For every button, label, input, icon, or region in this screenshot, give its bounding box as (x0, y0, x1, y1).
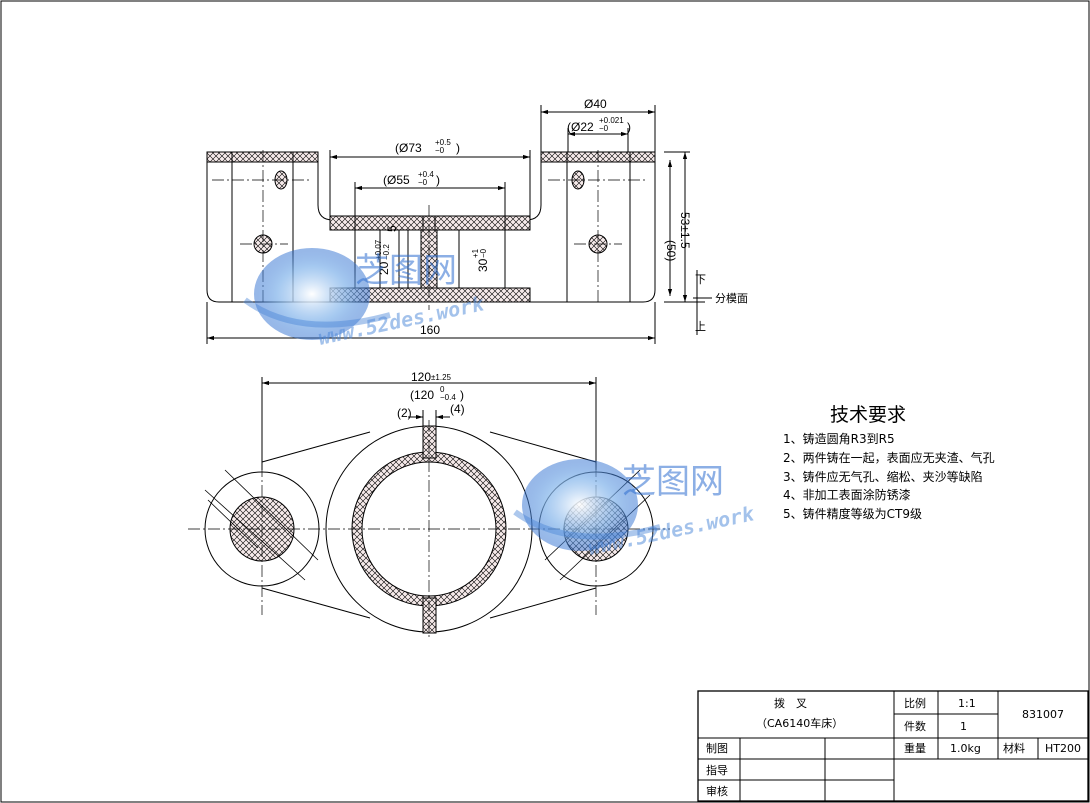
parting-label: 分模面 (715, 292, 748, 305)
dim-v30: 30 (476, 258, 490, 272)
left-lug-flange (206, 151, 319, 163)
watermark-globe-icon (254, 248, 370, 340)
drawing-number: 831007 (1022, 708, 1064, 721)
top-split-rib (422, 425, 437, 459)
machine-name: （CA6140车床） (756, 716, 843, 730)
dim-v30-tol-low: −0 (479, 248, 488, 258)
dim-w120b: (120 (410, 388, 434, 402)
watermark-globe-icon (522, 459, 638, 551)
material-label: 材料 (1003, 741, 1025, 755)
qty-value: 1 (960, 720, 967, 733)
requirement-item: 4、非加工表面涂防锈漆 (783, 487, 911, 502)
left-lug-bottom (206, 152, 330, 303)
requirement-item: 2、两件铸在一起，表面应无夹渣、气孔 (783, 450, 995, 465)
dim-w120-tol: ±1.25 (431, 373, 452, 382)
dim-w160: 160 (420, 323, 440, 337)
dim-v20-tol-up: +0.07 (374, 239, 383, 260)
title-block (697, 690, 1089, 802)
dim-d55-close: ) (436, 173, 440, 187)
qty-label: 件数 (904, 720, 926, 733)
dim-d22: (Ø22 (567, 120, 594, 134)
requirement-item: 1、铸造圆角R3到R5 (783, 431, 895, 446)
watermark-cn: 芝图网 (622, 462, 724, 502)
dim-d4: (4) (450, 402, 465, 416)
requirement-item: 5、铸件精度等级为CT9级 (783, 506, 922, 521)
watermark-1: 芝图网 www.52des.work (243, 248, 487, 350)
weight-label: 重量 (904, 741, 926, 755)
parting-down: 下 (695, 273, 706, 286)
material-value: HT200 (1045, 742, 1081, 755)
review-label: 审核 (706, 784, 728, 798)
dim-d2: (2) (397, 406, 412, 420)
top-section-view (206, 105, 712, 344)
scale-value: 1:1 (958, 697, 976, 710)
dim-d22-tol-low: −0 (599, 124, 609, 133)
dim-h50: (50) (664, 240, 678, 261)
dim-w120b-close: ) (460, 388, 464, 402)
right-lug-bottom (530, 152, 656, 303)
dim-v30-tol-up: +1 (471, 248, 480, 258)
guide-label: 指导 (706, 763, 728, 777)
dim-d73-tol-low: −0 (435, 146, 445, 155)
dim-d55-tol-low: −0 (418, 178, 428, 187)
dim-d55-tol-up: +0.4 (418, 170, 434, 179)
drawn-label: 制图 (706, 742, 728, 755)
requirements-title: 技术要求 (830, 404, 906, 426)
watermark-2: 芝图网 www.52des.work (513, 459, 757, 560)
dim-d73-tol-up: +0.5 (435, 138, 451, 147)
scale-label: 比例 (904, 696, 926, 710)
dim-d73-close: ) (456, 141, 460, 155)
dim-v20-tol-low: −0.2 (382, 244, 391, 260)
part-name: 拨 叉 (774, 696, 807, 710)
body-tangent-lines (261, 431, 597, 619)
dim-w120b-tol-up: 0 (440, 385, 445, 394)
dim-d22-close: ) (627, 120, 631, 134)
dim-d55: (Ø55 (383, 173, 410, 187)
technical-requirements: 技术要求 1、铸造圆角R3到R5 2、两件铸在一起，表面应无夹渣、气孔 3、铸件… (783, 404, 995, 521)
requirement-item: 3、铸件应无气孔、缩松、夹沙等缺陷 (783, 469, 983, 484)
dim-v20: 20 (377, 261, 391, 275)
dim-w120b-tol-low: −0.4 (440, 393, 456, 402)
dim-d40: Ø40 (584, 97, 607, 111)
weight-value: 1.0kg (950, 742, 981, 755)
dim-h53: 53±1.5 (678, 212, 692, 249)
dim-w120: 120 (411, 370, 431, 384)
dim-v5: 5 (385, 225, 399, 232)
dim-d22-tol-up: +0.021 (599, 116, 624, 125)
bottom-split-rib (422, 597, 437, 634)
parting-up: 上 (695, 320, 706, 333)
dim-d73: (Ø73 (395, 141, 422, 155)
watermark-cn: 芝图网 (355, 251, 457, 291)
